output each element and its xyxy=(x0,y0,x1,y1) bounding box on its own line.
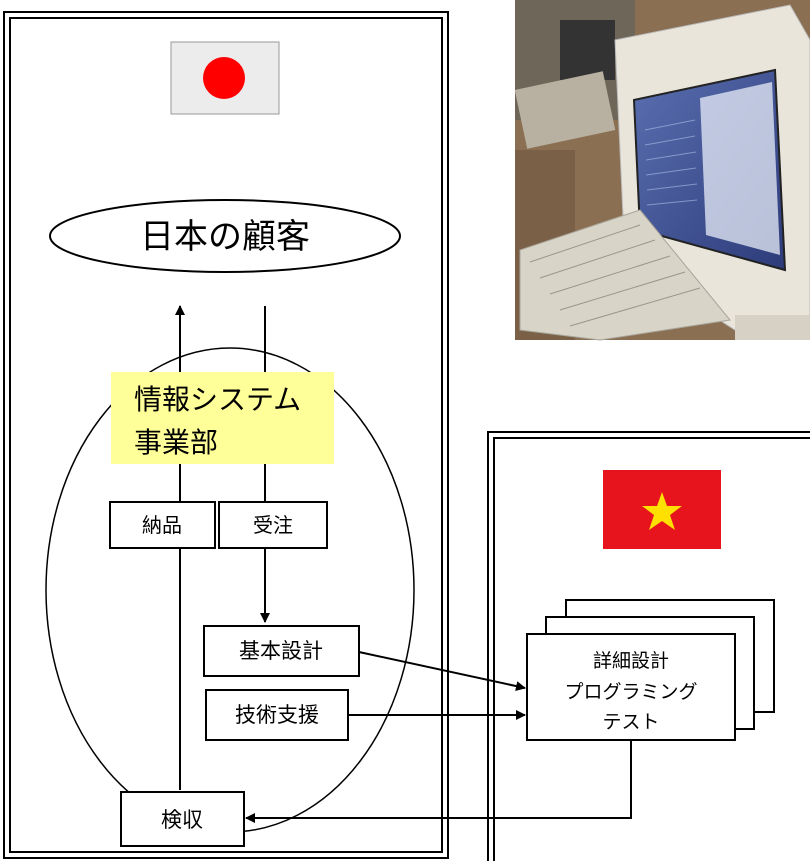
tech-support-box: 技術支援 xyxy=(205,689,349,741)
division-label-line1: 情報システム xyxy=(134,383,301,416)
vietnam-to-acceptance-arrow xyxy=(245,740,632,823)
delivery-box: 納品 xyxy=(109,501,216,549)
delivery-label: 納品 xyxy=(142,513,182,537)
vietnam-work-stack: 詳細設計 プログラミング テスト xyxy=(526,599,775,741)
japan-flag-icon xyxy=(170,41,280,115)
acceptance-label: 検収 xyxy=(161,808,203,832)
work-label-programming: プログラミング xyxy=(564,681,697,703)
division-label-line2: 事業部 xyxy=(134,426,218,459)
basic-design-label: 基本設計 xyxy=(239,639,323,663)
computer-monitor-photo xyxy=(514,0,810,341)
vietnam-panel xyxy=(487,431,810,861)
vietnam-flag-icon xyxy=(603,470,721,549)
basic-design-box: 基本設計 xyxy=(203,625,360,677)
acceptance-box: 検収 xyxy=(120,791,245,847)
japan-panel xyxy=(3,11,449,859)
japan-customer-node: 日本の顧客 xyxy=(49,199,401,273)
customer-label: 日本の顧客 xyxy=(140,217,310,257)
work-label-test: テスト xyxy=(602,711,659,733)
division-label: 情報システム 事業部 xyxy=(111,372,334,464)
order-label: 受注 xyxy=(253,513,293,537)
work-label-detail-design: 詳細設計 xyxy=(593,650,669,672)
tech-support-label: 技術支援 xyxy=(235,703,319,727)
basic-design-to-vietnam-arrow xyxy=(358,651,526,691)
order-box: 受注 xyxy=(218,501,328,549)
